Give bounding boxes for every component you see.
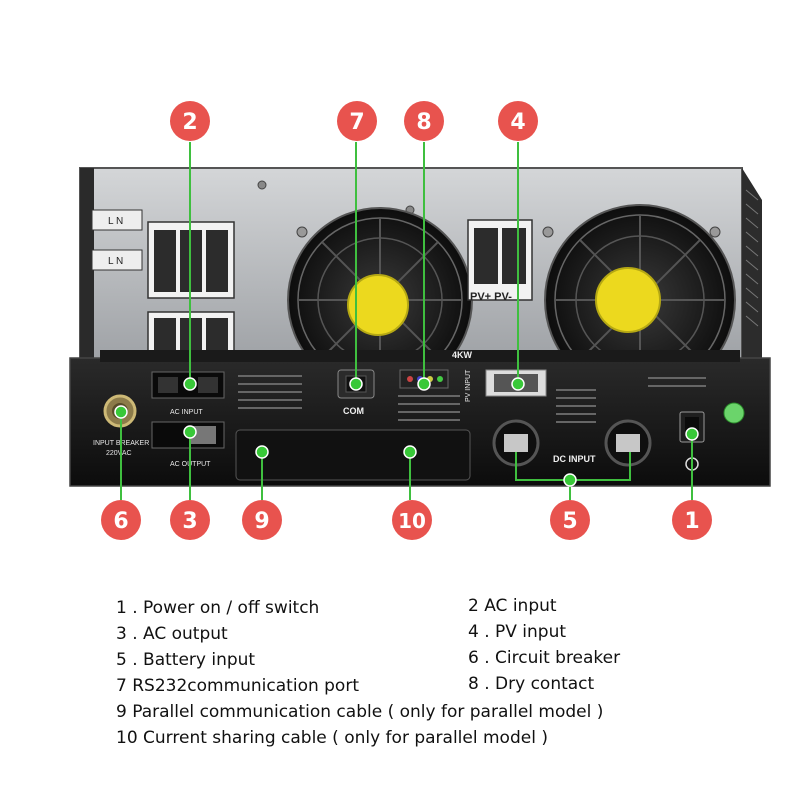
pointer-dot-4 [511,377,525,391]
marker-7: 7 [337,101,377,141]
pv-terminal-block: PV+ PV- [467,219,533,303]
number-markers: 2 7 8 4 6 3 9 10 [101,101,712,540]
marker-1-text: 1 [684,509,699,534]
cooling-fan-left [287,207,473,393]
ac-input-label: AC INPUT [170,409,203,416]
marker-8: 8 [404,101,444,141]
marker-7-text: 7 [349,110,364,135]
inverter-diagram: L N L N PV+ PV- 4KW INPUT BREAKER 220VAC [69,101,771,540]
pointer-dot-5 [563,473,577,487]
pointer-dot-2 [183,377,197,391]
pointer-dot-1 [685,427,699,441]
dc-input-label: DC INPUT [553,454,596,464]
marker-4: 4 [498,101,538,141]
marker-4-text: 4 [510,110,525,135]
legend-item-10: 10 Current sharing cable ( only for para… [116,728,548,748]
legend-item-4: 4 . PV input [468,622,567,642]
power-rating-label: 4KW [452,350,473,360]
marker-6-text: 6 [113,509,128,534]
marker-1: 1 [672,500,712,540]
front-panel: 4KW INPUT BREAKER 220VAC AC INPUT AC OUT… [69,350,771,487]
marker-2: 2 [170,101,210,141]
marker-5-text: 5 [562,509,577,534]
com-label: COM [343,406,364,416]
legend-item-8: 8 . Dry contact [468,674,595,694]
pointer-dot-3 [183,425,197,439]
marker-10-text: 10 [398,509,426,533]
marker-6: 6 [101,500,141,540]
battery-dc-input: DC INPUT [492,389,652,467]
legend: 1 . Power on / off switch 2 AC input 3 .… [0,590,800,790]
pv-terminals-label: PV+ PV- [470,291,512,303]
pointer-dot-6 [114,405,128,419]
marker-2-text: 2 [182,110,197,135]
pointer-dot-8 [417,377,431,391]
legend-item-9: 9 Parallel communication cable ( only fo… [116,702,604,722]
legend-item-7: 7 RS232communication port [116,676,359,696]
pointer-lines [120,142,693,500]
terminal-bottom-label: L N [108,256,123,267]
pointer-dot-7 [349,377,363,391]
marker-10: 10 [392,500,432,540]
marker-9-text: 9 [254,509,269,534]
marker-9: 9 [242,500,282,540]
marker-8-text: 8 [416,110,431,135]
pointer-dot-10 [403,445,417,459]
ac-input-port: AC INPUT [151,371,225,416]
legend-item-6: 6 . Circuit breaker [468,648,621,668]
pv-input-label: PV INPUT [465,369,472,402]
terminal-top-label: L N [108,216,123,227]
parallel-port-cover [235,429,471,481]
cooling-fan-right [544,204,736,396]
marker-3-text: 3 [182,509,197,534]
marker-5: 5 [550,500,590,540]
legend-item-3: 3 . AC output [116,624,228,644]
pointer-dots [114,377,699,487]
pointer-dot-9 [255,445,269,459]
legend-item-5: 5 . Battery input [116,650,256,670]
marker-3: 3 [170,500,210,540]
legend-item-2: 2 AC input [468,596,557,616]
panel-vent-left [238,375,302,409]
legend-item-1: 1 . Power on / off switch [116,598,320,618]
panel-vent-right [648,377,706,387]
input-breaker-rating: 220VAC [106,450,132,457]
